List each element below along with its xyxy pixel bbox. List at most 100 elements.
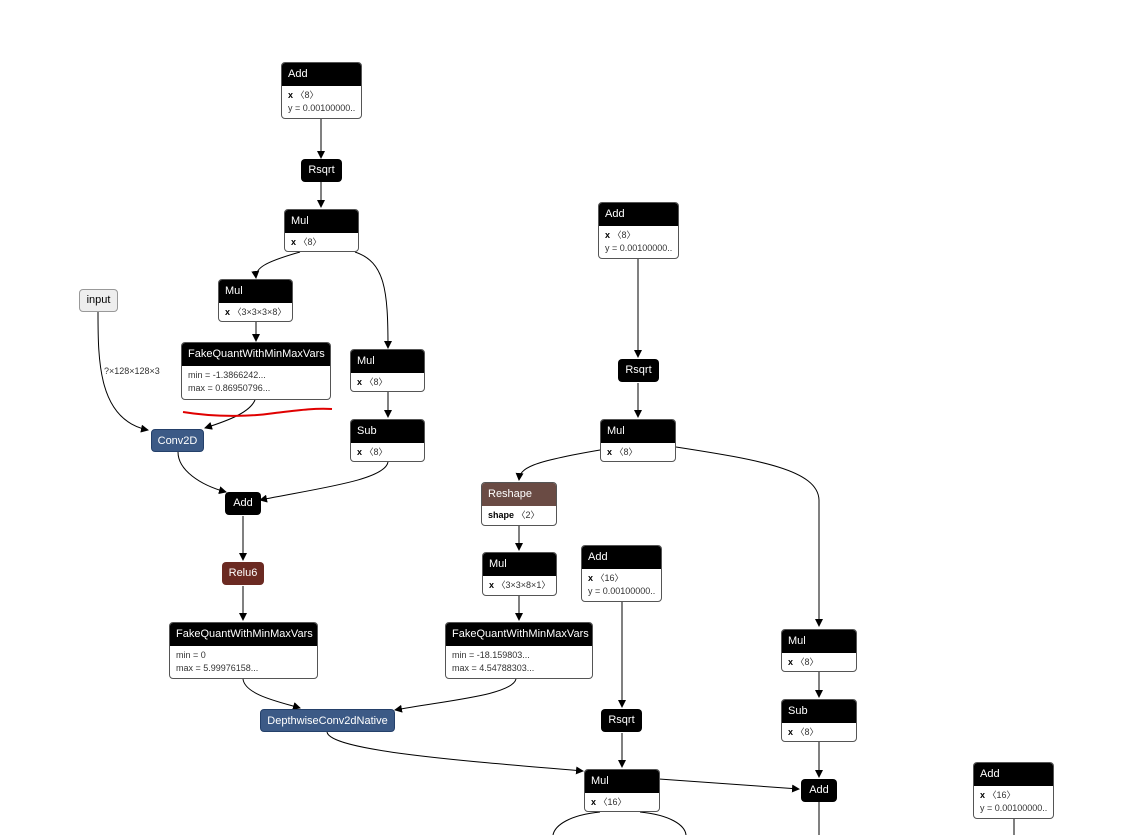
add-node-right[interactable]: Add x 〈8〉 y = 0.00100000... [598,202,679,259]
node-title: Mul [219,280,292,303]
attr-value: 〈3×3×3×8〉 [232,307,286,317]
node-title: FakeQuantWithMinMaxVars [182,343,330,366]
conv2d-node[interactable]: Conv2D [151,429,204,452]
red-underline-annotation [182,407,333,417]
node-title: Mul [782,630,856,653]
node-title: Mul [585,770,659,793]
edge-sub-a-to-add [259,461,389,503]
edge-mul-16-down [552,811,601,835]
attr-name: x [788,657,794,667]
attr-min: min = -1.3866242... [188,370,266,380]
node-title: Mul [483,553,556,576]
attr-min: min = -18.159803... [452,650,530,660]
attr-value: 〈3×3×8×1〉 [496,580,550,590]
fakequant-node-b[interactable]: FakeQuantWithMinMaxVars min = 0 max = 5.… [169,622,318,679]
attr-name: x [291,237,297,247]
edge-mul-16-to-add-bottom [658,778,800,793]
attr-name: x [591,797,597,807]
attr-name: x [788,727,794,737]
mul-node-far[interactable]: Mul x 〈8〉 [781,629,857,672]
node-title: FakeQuantWithMinMaxVars [170,623,317,646]
mul-node-b[interactable]: Mul x 〈3×3×3×8〉 [218,279,293,322]
attr-name: shape [488,510,515,520]
attr-value: 〈8〉 [614,447,638,457]
attr-name: x [607,447,613,457]
attr-y: y = 0.00100000... [588,586,655,596]
node-title: Reshape [482,483,556,506]
attr-max: max = 4.54788303... [452,663,535,673]
rsqrt-node-16[interactable]: Rsqrt [601,709,642,732]
input-label: input [86,294,111,306]
sub-node-far[interactable]: Sub x 〈8〉 [781,699,857,742]
attr-value: 〈8〉 [795,657,819,667]
edge-conv2d-to-add [177,451,227,495]
edge-fq-c-to-depthwise [394,678,517,713]
reshape-node[interactable]: Reshape shape 〈2〉 [481,482,557,526]
rsqrt-node-top[interactable]: Rsqrt [301,159,342,182]
edge-depthwise-to-mul-16 [326,731,584,775]
attr-value: 〈8〉 [364,377,388,387]
add-node-corner[interactable]: Add x 〈16〉 y = 0.00100000... [973,762,1054,819]
node-title: Add [974,763,1053,786]
attr-value: 〈16〉 [598,797,627,807]
edge-mul-a-to-mul-c [354,251,392,349]
attr-value: 〈8〉 [364,447,388,457]
edge-mul-right-to-mul-far [675,446,823,627]
attr-value: 〈8〉 [795,727,819,737]
add-node-bottom[interactable]: Add [801,779,837,802]
fakequant-node-c[interactable]: FakeQuantWithMinMaxVars min = -18.159803… [445,622,593,679]
input-node[interactable]: input [79,289,118,312]
attr-y: y = 0.00100000... [288,103,355,113]
edge-input-to-conv2d [97,311,149,433]
mul-node-a[interactable]: Mul x 〈8〉 [284,209,359,252]
attr-min: min = 0 [176,650,206,660]
attr-name: x [357,447,363,457]
relu6-node[interactable]: Relu6 [222,562,264,585]
edge-mul-16-down-right [639,811,687,835]
edge-mul-right-to-reshape [515,449,601,481]
attr-max: max = 0.86950796... [188,383,271,393]
attr-value: 〈8〉 [295,90,319,100]
attr-value: 〈2〉 [516,510,540,520]
edge-fq-b-to-depthwise [242,678,301,710]
attr-name: x [357,377,363,387]
mul-node-16[interactable]: Mul x 〈16〉 [584,769,660,812]
attr-name: x [588,573,594,583]
mul-node-c[interactable]: Mul x 〈8〉 [350,349,425,392]
node-title: Sub [782,700,856,723]
node-title: Add [582,546,661,569]
sub-node-a[interactable]: Sub x 〈8〉 [350,419,425,462]
node-title: Sub [351,420,424,443]
attr-y: y = 0.00100000... [605,243,672,253]
add-node-mid[interactable]: Add [225,492,261,515]
node-title: Mul [285,210,358,233]
attr-value: 〈16〉 [595,573,624,583]
node-title: Add [599,203,678,226]
node-title: FakeQuantWithMinMaxVars [446,623,592,646]
fakequant-node-a[interactable]: FakeQuantWithMinMaxVars min = -1.3866242… [181,342,331,400]
node-title: Mul [601,420,675,443]
depthwise-conv-node[interactable]: DepthwiseConv2dNative [260,709,395,732]
input-shape-label: ?×128×128×3 [104,366,160,376]
attr-max: max = 5.99976158... [176,663,259,673]
attr-name: x [605,230,611,240]
attr-y: y = 0.00100000... [980,803,1047,813]
rsqrt-node-right[interactable]: Rsqrt [618,359,659,382]
attr-value: 〈16〉 [987,790,1016,800]
attr-name: x [980,790,986,800]
attr-value: 〈8〉 [298,237,322,247]
node-title: Mul [351,350,424,373]
attr-name: x [225,307,231,317]
attr-name: x [288,90,294,100]
add-node-top[interactable]: Add x 〈8〉 y = 0.00100000... [281,62,362,119]
add-node-16[interactable]: Add x 〈16〉 y = 0.00100000... [581,545,662,602]
edge-mul-a-to-mul-b [251,251,301,279]
edge-fq-a-to-conv2d [204,399,256,430]
node-title: Add [282,63,361,86]
mul-node-reshape[interactable]: Mul x 〈3×3×8×1〉 [482,552,557,596]
attr-name: x [489,580,495,590]
attr-value: 〈8〉 [612,230,636,240]
mul-node-right[interactable]: Mul x 〈8〉 [600,419,676,462]
